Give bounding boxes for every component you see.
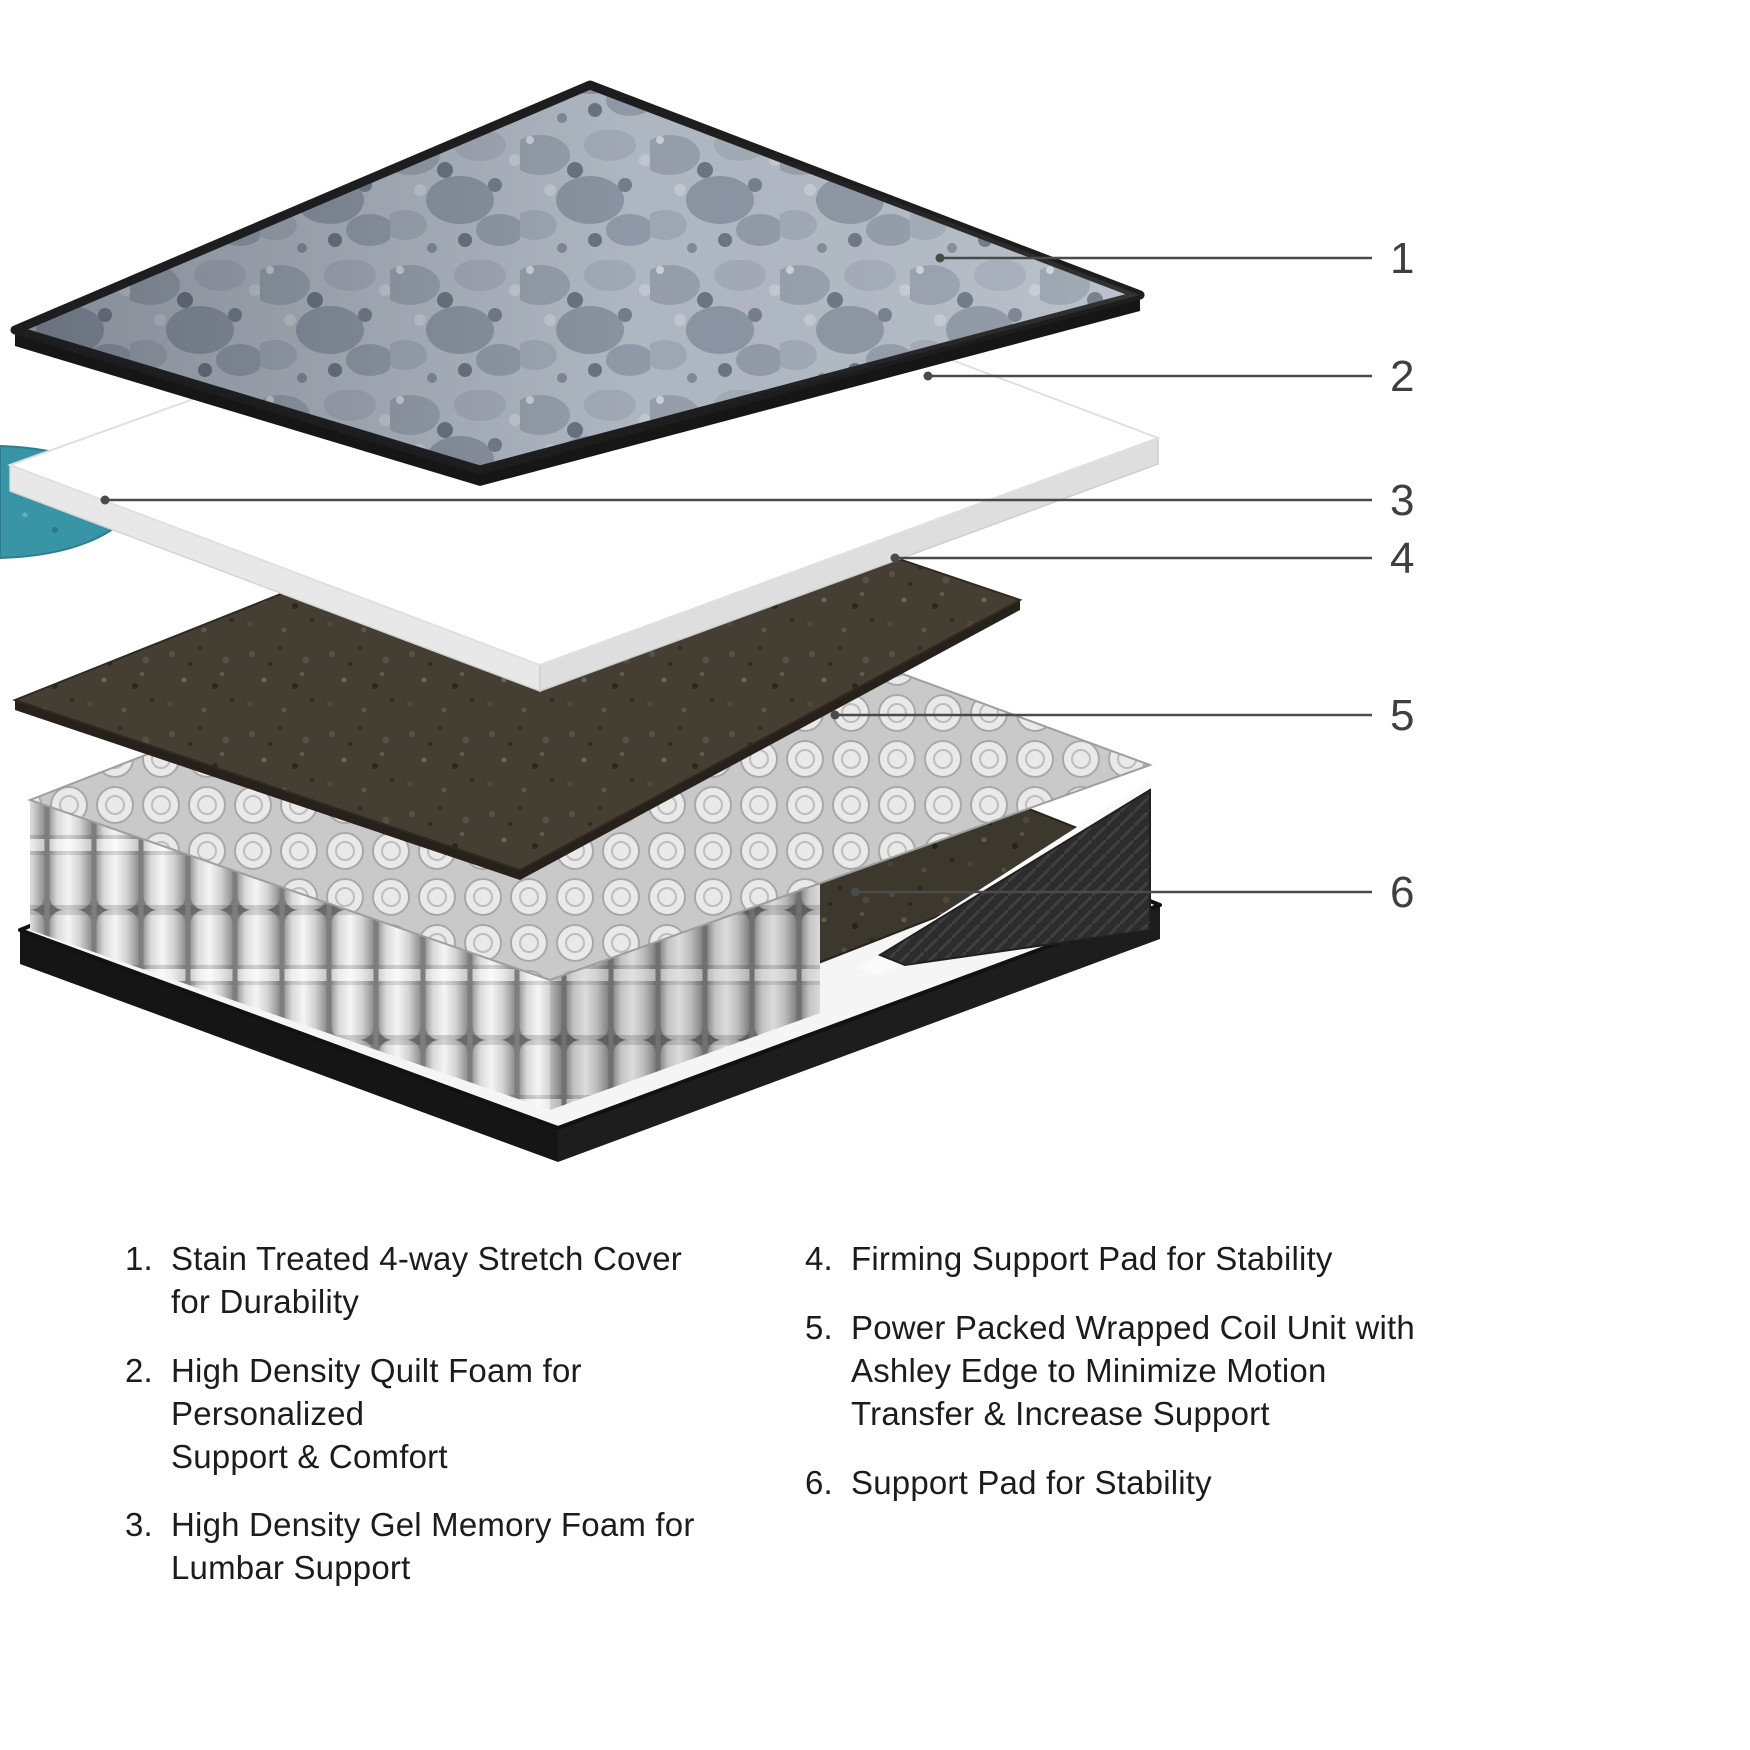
legend-item-2: 2. High Density Quilt Foam for Personali…	[125, 1350, 780, 1479]
legend-item-text: High Density Gel Memory Foam for Lumbar …	[171, 1506, 695, 1587]
callouts	[100, 253, 1372, 897]
callout-number-6: 6	[1390, 868, 1414, 917]
stretch-cover-layer	[10, 80, 1145, 486]
callout-number-4: 4	[1390, 534, 1414, 583]
callout-numbers: 1 2 3 4 5 6	[1390, 234, 1414, 917]
legend-item-number: 2.	[125, 1351, 153, 1389]
callout-number-1: 1	[1390, 234, 1414, 283]
legend-item-text: Stain Treated 4-way Stretch Cover for Du…	[171, 1240, 682, 1320]
callout-number-3: 3	[1390, 476, 1414, 525]
legend-item-number: 6.	[805, 1463, 833, 1501]
legend-item-text: Firming Support Pad for Stability	[851, 1240, 1333, 1277]
legend-column-right: 4. Firming Support Pad for Stability 5. …	[805, 1238, 1465, 1590]
legend-item-4: 4. Firming Support Pad for Stability	[805, 1238, 1465, 1281]
mattress-exploded-diagram: 1 2 3 4 5 6	[0, 80, 1414, 1162]
callout-number-2: 2	[1390, 352, 1414, 401]
legend-item-number: 1.	[125, 1240, 153, 1277]
legend-item-text: High Density Quilt Foam for Personalized…	[171, 1351, 582, 1475]
legend-item-text: Support Pad for Stability	[851, 1463, 1212, 1501]
legend-item-5: 5. Power Packed Wrapped Coil Unit with A…	[805, 1307, 1465, 1436]
legend-item-1: 1. Stain Treated 4-way Stretch Cover for…	[125, 1238, 780, 1324]
legend-item-number: 5.	[805, 1308, 833, 1346]
ashley-edge-wedge	[877, 788, 1151, 967]
legend-item-text: Power Packed Wrapped Coil Unit with Ashl…	[851, 1308, 1415, 1432]
legend-item-6: 6. Support Pad for Stability	[805, 1462, 1465, 1505]
legend: 1. Stain Treated 4-way Stretch Cover for…	[125, 1238, 1625, 1590]
callout-number-5: 5	[1390, 691, 1414, 740]
legend-item-number: 3.	[125, 1506, 153, 1544]
legend-item-number: 4.	[805, 1240, 833, 1277]
legend-item-3: 3. High Density Gel Memory Foam for Lumb…	[125, 1504, 780, 1590]
legend-column-left: 1. Stain Treated 4-way Stretch Cover for…	[125, 1238, 780, 1590]
